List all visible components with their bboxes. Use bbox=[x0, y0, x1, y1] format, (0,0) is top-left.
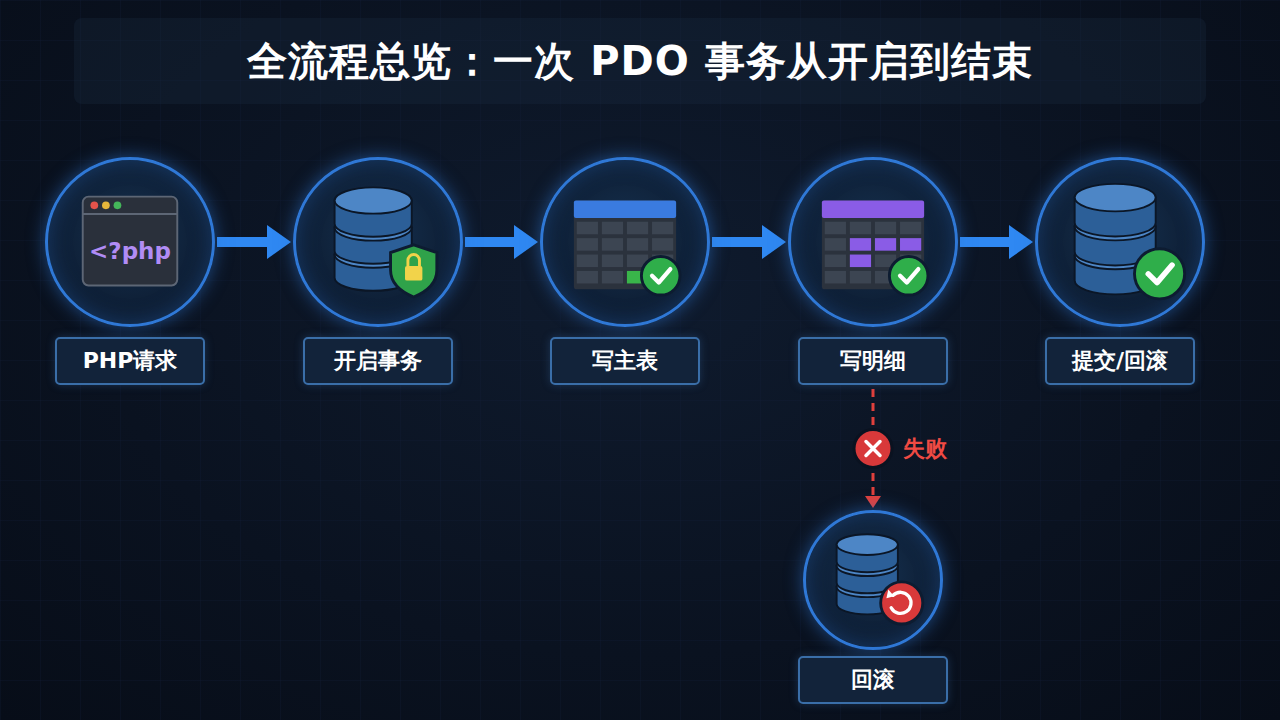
icon-circle bbox=[540, 157, 710, 327]
process-node: 写明细 bbox=[788, 157, 958, 385]
node-icon bbox=[296, 160, 460, 324]
process-node: 回滚 bbox=[798, 510, 948, 704]
node-icon bbox=[806, 513, 940, 647]
icon-circle bbox=[788, 157, 958, 327]
code-text: <?php bbox=[48, 238, 212, 264]
process-node: 提交/回滚 bbox=[1035, 157, 1205, 385]
flow-arrow bbox=[960, 225, 1033, 259]
failure-icon bbox=[854, 430, 892, 468]
node-icon bbox=[791, 160, 955, 324]
step-label: 提交/回滚 bbox=[1045, 337, 1195, 385]
icon-circle bbox=[1035, 157, 1205, 327]
step-label: 回滚 bbox=[798, 656, 948, 704]
step-label: 开启事务 bbox=[303, 337, 453, 385]
node-icon bbox=[543, 160, 707, 324]
step-label: 写明细 bbox=[798, 337, 948, 385]
step-label: PHP请求 bbox=[55, 337, 205, 385]
process-node: 开启事务 bbox=[293, 157, 463, 385]
process-node: <?phpPHP请求 bbox=[45, 157, 215, 385]
step-label: 写主表 bbox=[550, 337, 700, 385]
flow-arrow bbox=[712, 225, 786, 259]
icon-circle: <?php bbox=[45, 157, 215, 327]
flow-arrow bbox=[465, 225, 538, 259]
flow-arrow bbox=[217, 225, 291, 259]
failure-connector bbox=[854, 389, 892, 508]
process-node: 写主表 bbox=[540, 157, 710, 385]
diagram-title: 全流程总览：一次 PDO 事务从开启到结束 bbox=[74, 18, 1206, 104]
icon-circle bbox=[293, 157, 463, 327]
node-icon bbox=[1038, 160, 1202, 324]
edge-label: 失败 bbox=[903, 434, 947, 464]
icon-circle bbox=[803, 510, 943, 650]
